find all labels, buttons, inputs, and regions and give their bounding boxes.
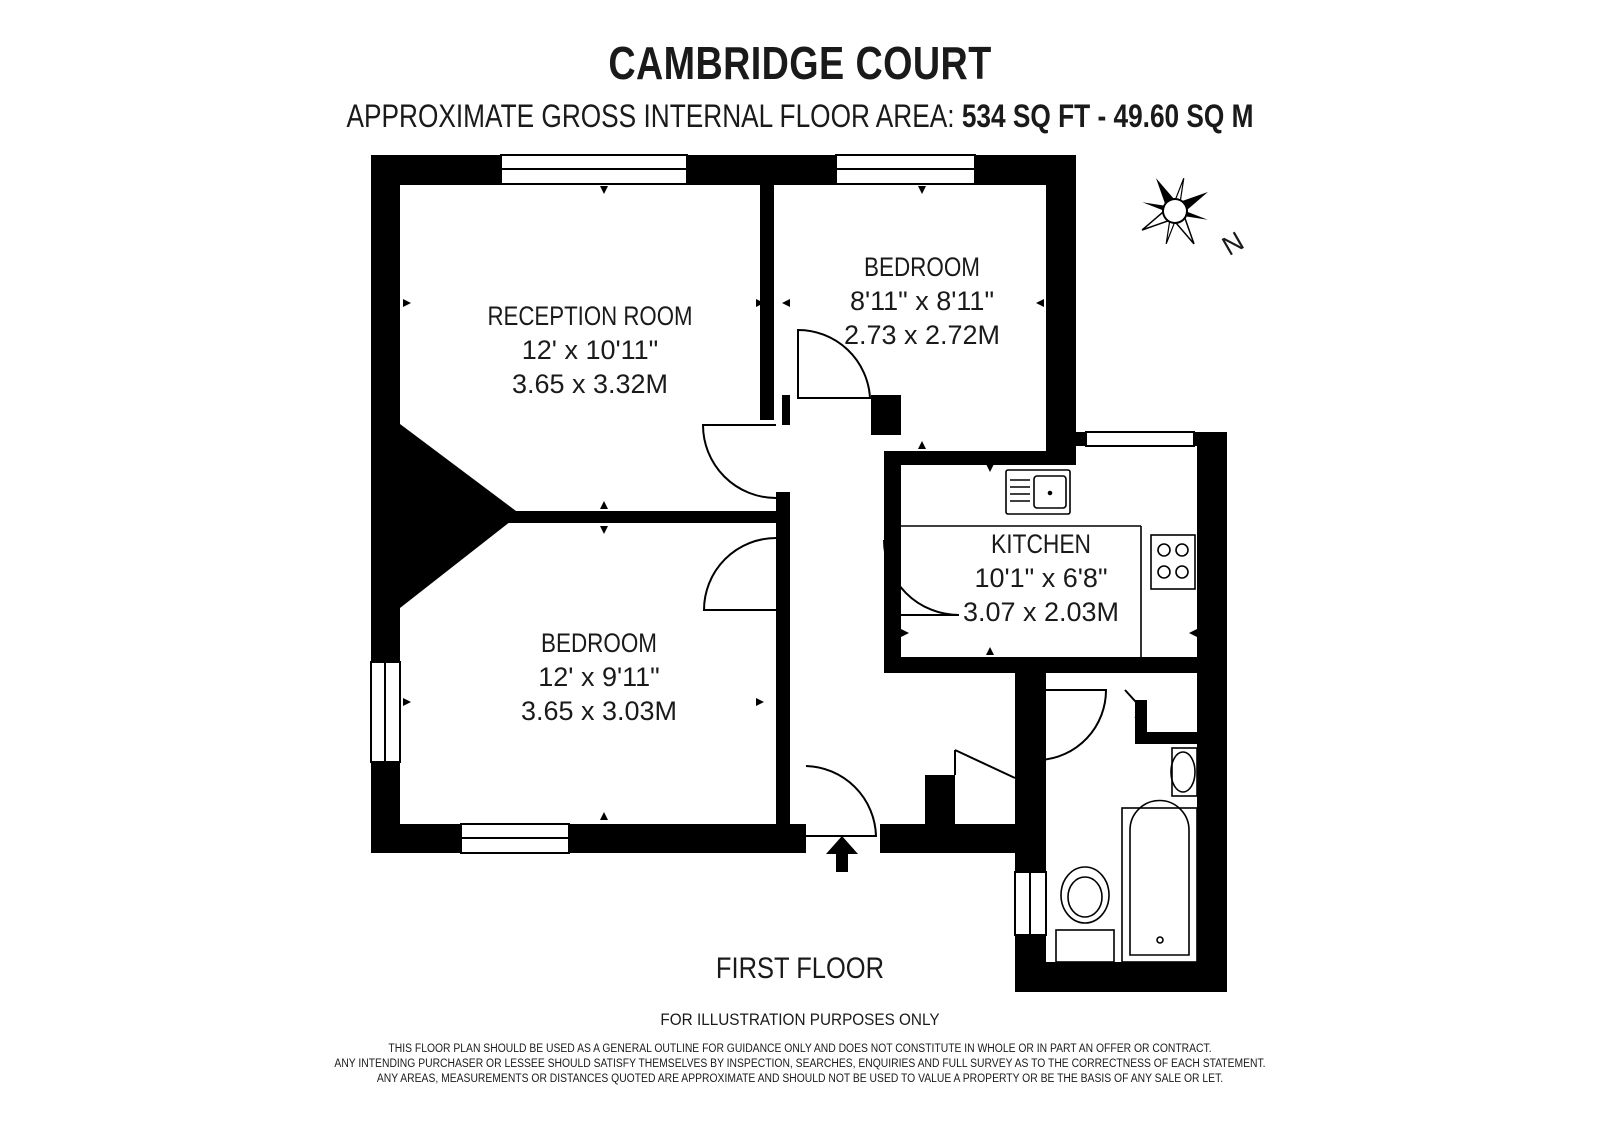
room-metric: 2.73 x 2.72M <box>844 320 1000 350</box>
room-metric: 3.65 x 3.03M <box>521 696 677 726</box>
dimension-markers <box>403 186 1197 820</box>
room-name: RECEPTION ROOM <box>488 301 693 331</box>
window-bedroom1-bottom <box>460 823 570 854</box>
door-kitchen <box>883 539 960 616</box>
door-bathroom <box>1039 689 1108 761</box>
room-name: BEDROOM <box>541 628 657 658</box>
wall-bedroom2-bottom <box>871 395 901 435</box>
entrance-arrow-icon <box>826 836 858 872</box>
hob-icon <box>1150 534 1196 590</box>
wall-bottom-left <box>371 824 806 853</box>
room-metric: 3.65 x 3.32M <box>512 369 668 399</box>
compass-north-label: N <box>1217 226 1249 262</box>
basin-icon <box>1170 747 1198 797</box>
window-bathroom <box>1014 871 1047 936</box>
disclaimer-line: THIS FLOOR PLAN SHOULD BE USED AS A GENE… <box>388 1043 1212 1055</box>
disclaimer-line: ANY INTENDING PURCHASER OR LESSEE SHOULD… <box>334 1058 1266 1070</box>
disclaimer: THIS FLOOR PLAN SHOULD BE USED AS A GENE… <box>80 1042 1520 1087</box>
door-reception <box>701 424 777 499</box>
room-label-reception: RECEPTION ROOM 12' x 10'11" 3.65 x 3.32M <box>488 301 693 399</box>
window-bedroom1-side <box>370 661 401 763</box>
floor-area-prefix: APPROXIMATE GROSS INTERNAL FLOOR AREA: <box>346 98 955 134</box>
door-cupboard <box>1124 689 1147 719</box>
room-imperial: 12' x 9'11" <box>538 662 659 692</box>
floor-area-value: 534 SQ FT - 49.60 SQ M <box>961 98 1254 134</box>
door-entrance <box>805 765 878 837</box>
room-label-kitchen: KITCHEN 10'1" x 6'8" 3.07 x 2.03M <box>963 529 1119 627</box>
floor-label: FIRST FLOOR <box>715 952 885 985</box>
toilet-icon <box>1055 866 1115 963</box>
fixtures <box>901 469 1198 963</box>
wall-reception-bedroom1 <box>400 511 776 523</box>
window-kitchen <box>1085 431 1195 447</box>
compass-icon <box>1141 177 1208 245</box>
room-label-bedroom-2: BEDROOM 8'11" x 8'11" 2.73 x 2.72M <box>844 252 1000 350</box>
room-imperial: 12' x 10'11" <box>522 335 659 365</box>
wall-store <box>925 775 955 830</box>
floor-area-subtitle: APPROXIMATE GROSS INTERNAL FLOOR AREA: 5… <box>144 98 1456 135</box>
doors <box>701 328 1147 837</box>
page-title: CAMBRIDGE COURT <box>608 37 992 89</box>
wall-kitchen-right <box>1197 432 1227 992</box>
room-imperial: 10'1" x 6'8" <box>974 563 1107 593</box>
wall-right-upper <box>1046 155 1076 460</box>
bath-icon <box>1121 799 1198 963</box>
room-imperial: 8'11" x 8'11" <box>850 286 994 316</box>
windows <box>370 154 1195 936</box>
wall-cupboard <box>1135 732 1207 744</box>
door-store <box>954 749 1016 779</box>
room-metric: 3.07 x 2.03M <box>963 597 1119 627</box>
kitchen-worktop <box>901 525 1142 657</box>
wall-reception-bedroom2-lower <box>782 395 790 425</box>
wall-bathroom-bottom <box>1015 962 1227 992</box>
kitchen-sink-icon <box>1005 469 1071 515</box>
window-bedroom2 <box>835 154 976 185</box>
illustration-note: FOR ILLUSTRATION PURPOSES ONLY <box>660 1010 940 1029</box>
wall-hall-left <box>776 492 790 832</box>
disclaimer-line: ANY AREAS, MEASUREMENTS OR DISTANCES QUO… <box>376 1073 1224 1085</box>
wall-bedroom2-bottom-right <box>901 451 1076 465</box>
wall-reception-bedroom2 <box>760 185 774 420</box>
door-bedroom2 <box>797 328 872 399</box>
door-bedroom1 <box>702 537 777 611</box>
room-name: BEDROOM <box>864 252 980 282</box>
room-label-bedroom-1: BEDROOM 12' x 9'11" 3.65 x 3.03M <box>521 628 677 726</box>
room-name: KITCHEN <box>991 529 1091 559</box>
wall-store-right <box>1015 773 1045 833</box>
window-reception <box>500 154 688 185</box>
